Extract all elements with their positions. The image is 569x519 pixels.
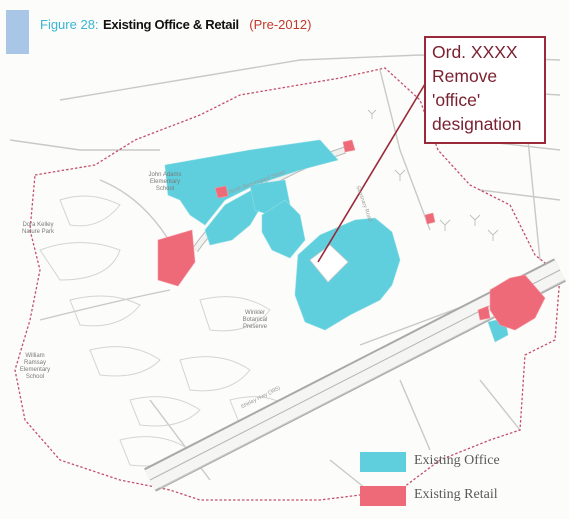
retail-parcels [157,139,546,331]
label-winkler-preserve: Winkler Botanical Preserve [242,310,268,330]
callout-leader-line [317,83,426,263]
figure-date: (Pre-2012) [249,17,312,32]
office-parcel-large-east [294,217,401,331]
figure-title: Figure 28: Existing Office & Retail (Pre… [40,14,311,36]
ordinance-callout: Ord. XXXX Remove 'office' designation [424,36,546,144]
retail-parcel-adams [214,185,229,199]
retail-parcel-seminary [424,212,436,225]
office-parcel-south-center [261,199,306,259]
figure-marker [6,10,29,54]
planning-area-boundary [14,67,561,501]
callout-line-1: Ord. XXXX [432,42,518,62]
callout-line-4: designation [432,114,522,134]
label-adams-school: John Adams Elementary School [148,172,182,192]
retail-parcel-east-small [477,305,491,321]
retail-parcel-west [157,229,196,287]
retail-parcel-east [489,274,546,331]
figure-number: Figure 28: [40,17,99,32]
legend-swatch-office [360,452,406,472]
callout-line-3: 'office' [432,90,481,110]
figure-name: Existing Office & Retail [103,17,239,32]
office-parcels [164,139,509,343]
legend-label-retail: Existing Retail [414,487,498,502]
office-parcel-center-west [204,189,263,246]
legend-swatch-retail [360,486,406,506]
legend-label-office: Existing Office [414,453,500,468]
retail-parcel-north [342,139,356,153]
removed-office-parcel [309,244,349,283]
office-parcel-north [164,139,339,226]
callout-line-2: Remove [432,66,498,86]
label-ramsay-school: William Ramsay Elementary School [19,353,51,380]
label-kelley-park: Dora Kelley Nature Park [21,222,54,235]
